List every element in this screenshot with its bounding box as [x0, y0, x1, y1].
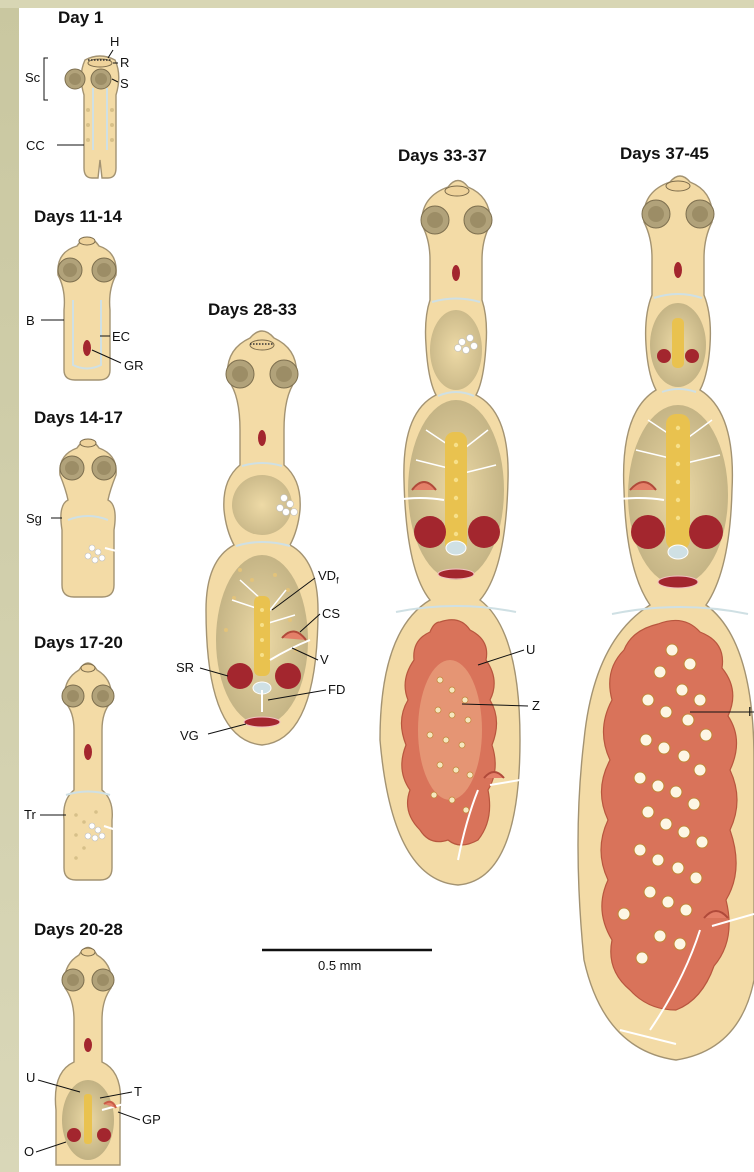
scale-bar-label: 0.5 mm [318, 958, 361, 973]
label-testes: T [134, 1084, 142, 1099]
germinal-region [83, 340, 91, 356]
label-ec: EC [112, 329, 130, 344]
stage-days-28-33 [200, 331, 326, 745]
label-vas-deferens: VDf [318, 568, 339, 586]
label-hook: H [110, 34, 119, 49]
stage-title-days-28-33: Days 28-33 [208, 300, 297, 320]
label-genital-pore: GP [142, 1112, 161, 1127]
label-rostellum: R [120, 55, 129, 70]
label-fd: FD [328, 682, 345, 697]
stage-title-days-17-20: Days 17-20 [34, 633, 123, 653]
label-body: B [26, 313, 35, 328]
label-vas-deferens-text: VD [318, 568, 336, 583]
label-caudal-cleft: CC [26, 138, 45, 153]
label-vagina: V [320, 652, 329, 667]
uterus-stem [84, 1094, 92, 1144]
label-scolex: Sc [25, 70, 40, 85]
label-uterus-2: U [526, 642, 535, 657]
label-tr: Tr [24, 807, 36, 822]
label-segmentation: Sg [26, 511, 42, 526]
stage-title-days-37-45: Days 37-45 [620, 144, 709, 164]
label-vitelline-gland: VG [180, 728, 199, 743]
label-germinal-region: GR [124, 358, 144, 373]
label-seminal-receptacle: SR [176, 660, 194, 675]
label-sucker: S [120, 76, 129, 91]
stage-title-days-11-14: Days 11-14 [34, 207, 122, 227]
label-uterus: U [26, 1070, 35, 1085]
label-vas-deferens-subscript: f [336, 576, 339, 586]
label-zygote: Z [532, 698, 540, 713]
stage-days-14-17 [51, 439, 120, 597]
stage-days-17-20 [40, 663, 116, 880]
stage-days-11-14 [41, 237, 121, 380]
stage-title-days-14-17: Days 14-17 [34, 408, 123, 428]
stage-title-days-33-37: Days 33-37 [398, 146, 487, 166]
stage-days-37-45 [578, 176, 754, 1060]
gravid-uterus [601, 620, 737, 1010]
label-i: I [748, 704, 752, 719]
stage-title-days-20-28: Days 20-28 [34, 920, 123, 940]
vitelline-gland [244, 717, 280, 727]
stage-days-20-28 [36, 948, 140, 1166]
stage-day-1 [44, 50, 119, 178]
stage-title-day-1: Day 1 [58, 8, 103, 28]
stage-days-33-37 [380, 181, 528, 886]
label-cirrus-sac: CS [322, 606, 340, 621]
label-ovary: O [24, 1144, 34, 1159]
